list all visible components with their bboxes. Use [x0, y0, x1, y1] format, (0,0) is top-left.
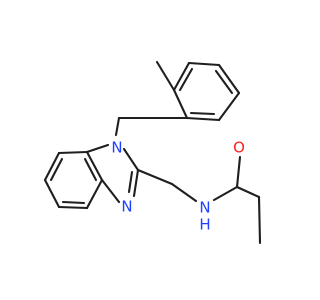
atom-n1: N — [111, 139, 122, 157]
bond — [122, 147, 140, 172]
bond — [217, 91, 241, 122]
bond — [170, 182, 198, 203]
bond — [257, 195, 262, 245]
bond — [235, 185, 261, 199]
methyl-bond — [155, 60, 176, 92]
imidazole-ring — [85, 143, 140, 204]
methylbenzyl-group — [114, 60, 241, 137]
benzo-ring — [43, 150, 104, 210]
bond — [187, 61, 221, 67]
molecule-structure: N N N H O — [43, 60, 262, 245]
bond — [85, 178, 104, 210]
bond — [57, 150, 89, 155]
bond — [185, 116, 221, 122]
atom-o: O — [233, 139, 245, 157]
double-bond — [61, 200, 86, 205]
bond — [172, 61, 191, 92]
double-bond — [83, 157, 98, 182]
bond — [172, 88, 189, 120]
atom-h: H — [199, 216, 210, 234]
acetamide-chain — [136, 155, 262, 245]
double-bond — [178, 67, 194, 92]
bond — [114, 116, 121, 137]
bond — [235, 155, 242, 189]
double-bond — [49, 157, 64, 182]
atom-n3: N — [121, 198, 132, 216]
bond — [217, 63, 241, 95]
double-bond — [214, 69, 234, 95]
bond — [136, 168, 174, 186]
double-bond — [189, 111, 216, 116]
bond — [85, 143, 110, 154]
bond — [100, 178, 121, 204]
double-bond — [127, 170, 134, 194]
bond — [57, 205, 89, 210]
bond — [132, 168, 140, 198]
bond — [43, 151, 61, 182]
bond — [43, 178, 61, 209]
bond — [85, 150, 104, 182]
bond — [212, 185, 239, 202]
atom-nh: N — [199, 199, 210, 217]
